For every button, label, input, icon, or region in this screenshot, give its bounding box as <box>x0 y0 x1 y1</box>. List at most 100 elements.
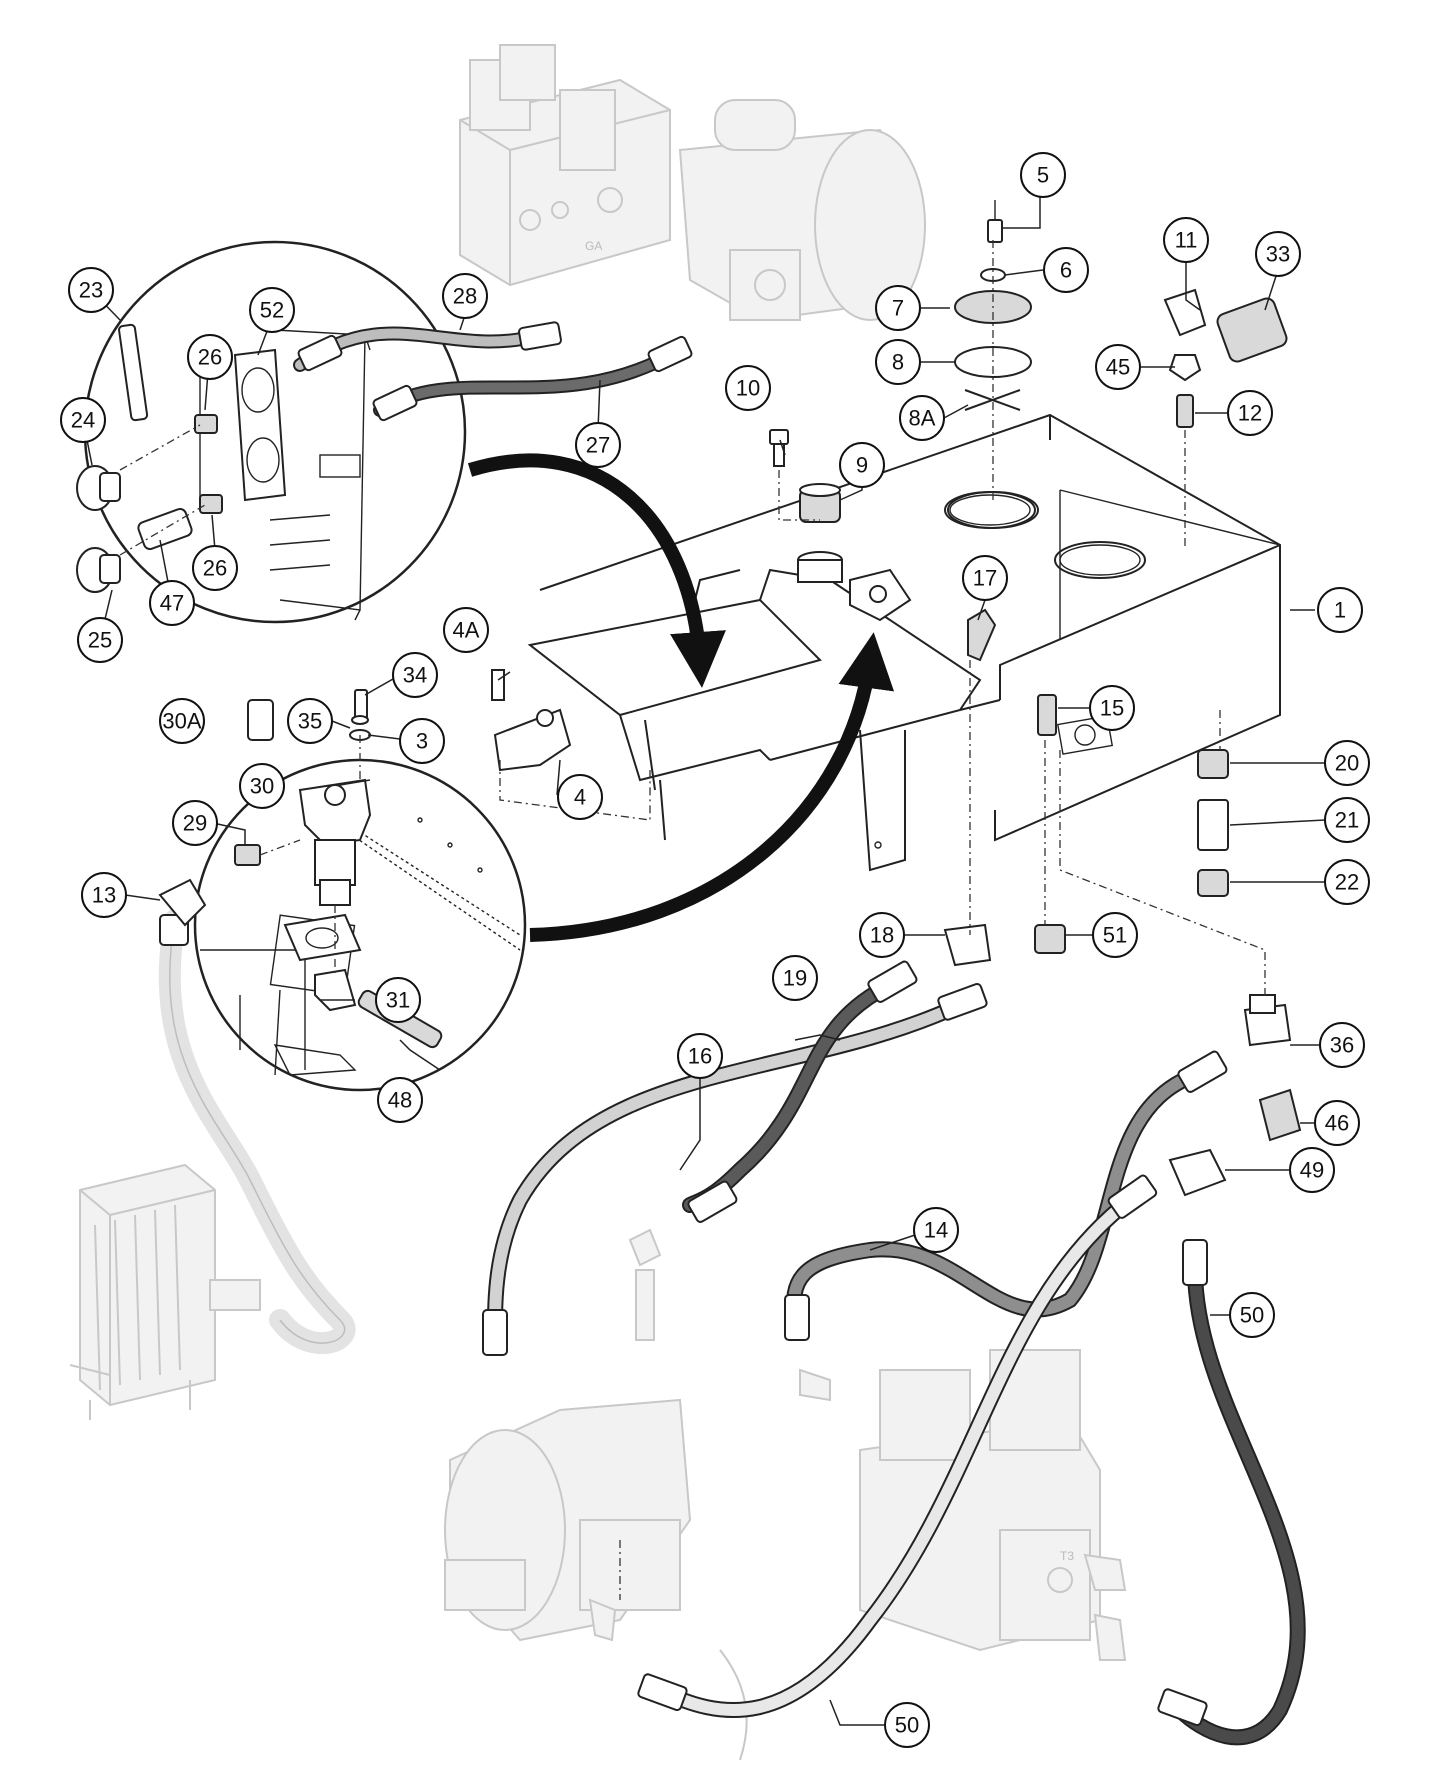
callout-12-label: 12 <box>1238 401 1262 426</box>
callout-46-label: 46 <box>1325 1111 1349 1136</box>
callout-10: 10 <box>725 365 771 411</box>
callout-28-label: 28 <box>453 284 477 309</box>
callout-20: 20 <box>1324 740 1370 786</box>
part-tee-36 <box>1243 994 1292 1047</box>
part-nipple-12 <box>1176 394 1194 428</box>
callout-8a-label: 8A <box>909 406 936 431</box>
ghost-oil-cooler <box>69 1163 261 1420</box>
callout-11-label: 11 <box>1175 228 1198 253</box>
callout-3: 3 <box>399 718 445 764</box>
part-strainer-9 <box>797 483 843 583</box>
callout-36-label: 36 <box>1330 1033 1354 1058</box>
callout-13: 13 <box>81 872 127 918</box>
callout-19-label: 19 <box>783 966 807 991</box>
ghost-valve-block-bottom: T3 <box>859 1349 1101 1652</box>
callout-11: 11 <box>1163 217 1209 263</box>
part-latch-4 <box>493 708 572 772</box>
callout-25: 25 <box>77 617 123 663</box>
callout-4a: 4A <box>443 607 489 653</box>
callout-33-label: 33 <box>1266 242 1290 267</box>
part-gasket-filter <box>283 913 362 962</box>
callout-21: 21 <box>1324 797 1370 843</box>
valve-port-ga-label: GA <box>585 239 602 253</box>
callout-7: 7 <box>875 285 921 331</box>
callout-17: 17 <box>962 555 1008 601</box>
part-bolt-4a <box>491 669 505 701</box>
callout-48: 48 <box>377 1077 423 1123</box>
callout-8a: 8A <box>899 395 945 441</box>
part-tee-49 <box>1168 1148 1227 1197</box>
callout-6-label: 6 <box>1060 258 1072 283</box>
part-nipple-15 <box>1037 694 1057 736</box>
flow-arrow-filter <box>529 632 895 942</box>
callout-35-label: 35 <box>298 709 322 734</box>
part-sight-gauge-23 <box>118 323 149 422</box>
ghost-pump-bottom <box>444 1398 748 1761</box>
callout-7-label: 7 <box>892 296 904 321</box>
part-elbow-18 <box>943 923 992 967</box>
part-washer-3 <box>351 715 369 725</box>
part-gasket-52 <box>233 348 287 502</box>
callout-19: 19 <box>772 955 818 1001</box>
callout-24-label: 24 <box>71 408 95 433</box>
callout-16-label: 16 <box>688 1044 712 1069</box>
reservoir-tank <box>539 413 1281 842</box>
part-fitting-29 <box>234 844 261 866</box>
callout-30: 30 <box>239 763 285 809</box>
assembly-lines <box>119 240 1266 1600</box>
part-bolt-10 <box>769 429 789 467</box>
part-fitting-20 <box>1197 749 1229 779</box>
callout-20-label: 20 <box>1335 751 1359 776</box>
callout-16: 16 <box>677 1033 723 1079</box>
callout-15: 15 <box>1089 685 1135 731</box>
callout-30a-label: 30A <box>162 709 201 734</box>
callout-50-lower-label: 50 <box>895 1713 919 1738</box>
callout-36: 36 <box>1319 1022 1365 1068</box>
callout-26-upper: 26 <box>187 334 233 380</box>
callout-50-right-label: 50 <box>1240 1303 1264 1328</box>
callout-5-label: 5 <box>1037 163 1049 188</box>
ghost-fittings <box>588 1228 1127 1661</box>
callout-5: 5 <box>1020 152 1066 198</box>
callout-27: 27 <box>575 422 621 468</box>
callout-31: 31 <box>375 977 421 1023</box>
callout-52-label: 52 <box>260 298 284 323</box>
part-elbow-13 <box>158 878 207 927</box>
callout-9-label: 9 <box>856 453 868 478</box>
callout-34-label: 34 <box>403 663 427 688</box>
hose-16 <box>487 997 968 1338</box>
callout-22: 22 <box>1324 859 1370 905</box>
callout-51: 51 <box>1092 912 1138 958</box>
callout-33: 33 <box>1255 231 1301 277</box>
callout-1: 1 <box>1317 587 1363 633</box>
callout-31-label: 31 <box>386 988 410 1013</box>
part-filter-element-30a <box>247 699 274 741</box>
hose-fittings <box>159 321 1228 1727</box>
callout-51-label: 51 <box>1103 923 1127 948</box>
callout-26-upper-label: 26 <box>198 345 222 370</box>
part-filter-head-tank <box>849 568 912 622</box>
valve-port-t3-label: T3 <box>1060 1549 1074 1563</box>
part-cap-33 <box>1216 297 1288 363</box>
callout-34: 34 <box>392 652 438 698</box>
part-knob-25 <box>76 547 121 593</box>
callout-48-label: 48 <box>388 1088 412 1113</box>
part-knob-24 <box>76 465 121 511</box>
callout-14-label: 14 <box>924 1218 948 1243</box>
part-fitting-51 <box>1034 924 1066 954</box>
part-elbow-46 <box>1258 1088 1302 1142</box>
callout-14: 14 <box>913 1207 959 1253</box>
callout-26-lower-label: 26 <box>203 556 227 581</box>
tank-tray <box>527 568 1114 872</box>
callout-18: 18 <box>859 912 905 958</box>
callout-29-label: 29 <box>183 811 207 836</box>
ghost-pump-top <box>678 99 926 322</box>
callout-49: 49 <box>1289 1147 1335 1193</box>
callout-30-label: 30 <box>250 774 274 799</box>
callout-12: 12 <box>1227 390 1273 436</box>
callout-15-label: 15 <box>1100 696 1124 721</box>
part-switch-47 <box>137 507 193 551</box>
part-filter-30 <box>298 778 372 906</box>
callout-27-label: 27 <box>586 433 610 458</box>
